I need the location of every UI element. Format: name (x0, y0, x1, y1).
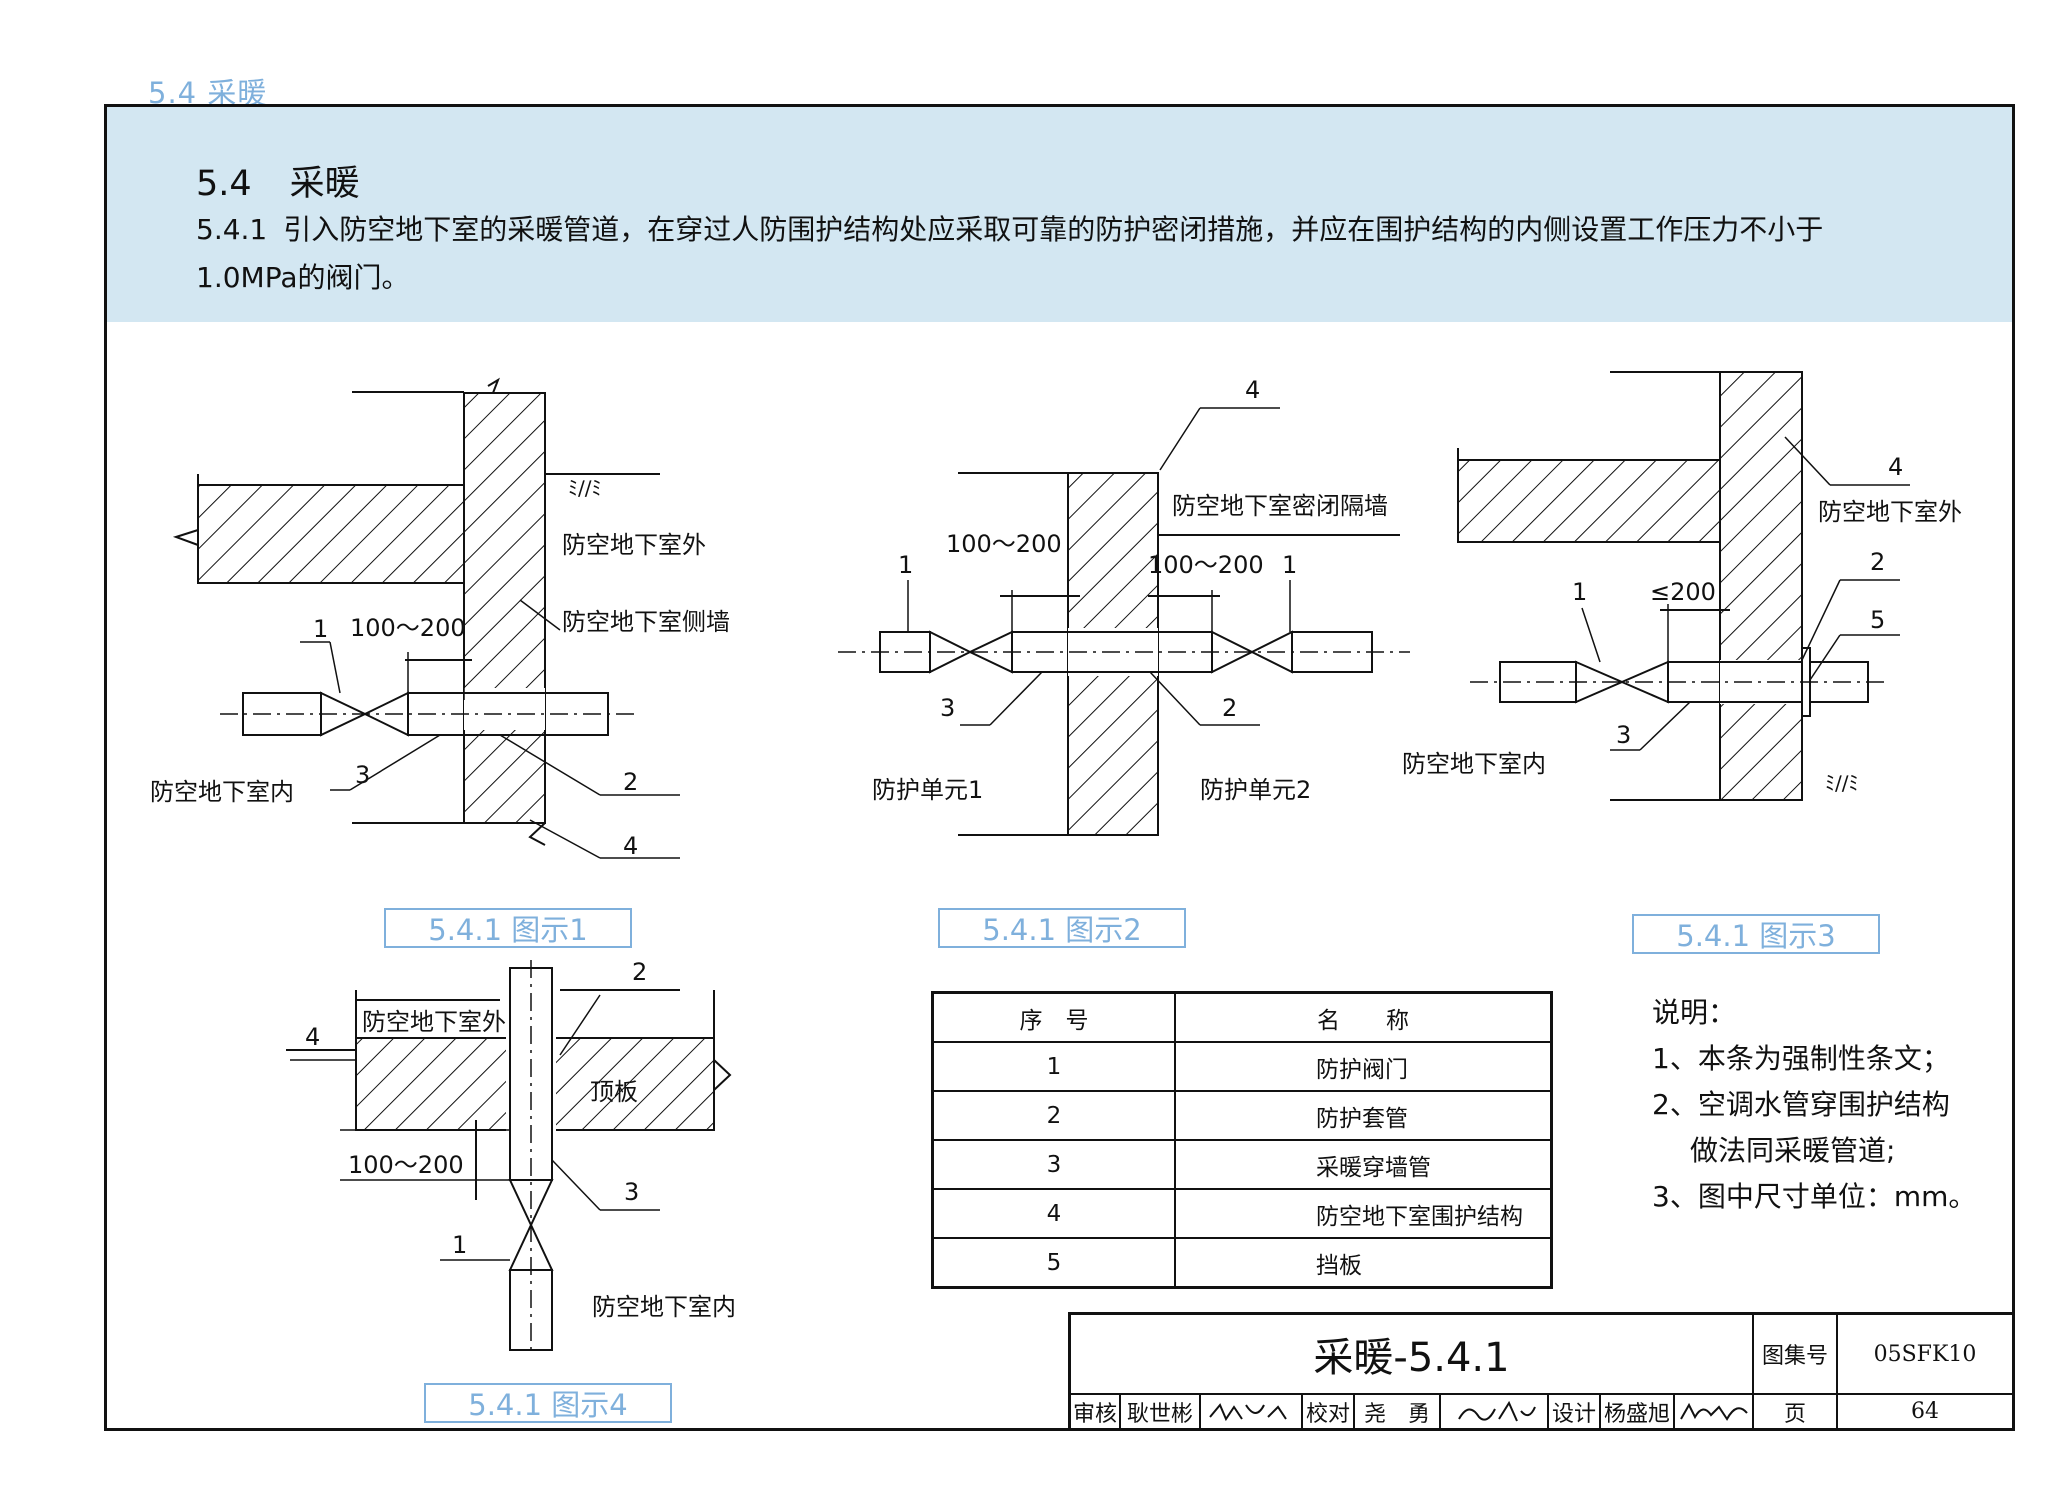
legend-header-name: 名 称 (1174, 991, 1553, 1043)
note-item: 2、空调水管穿围护结构 (1652, 1088, 1950, 1121)
notes-title: 说明： (1652, 996, 1737, 1029)
review-label: 审核 (1071, 1395, 1121, 1428)
legend-table: 序 号 名 称 1 防护阀门 2 防护套管 3 采暖穿墙管 4 防空地下室围护结… (931, 991, 1553, 1289)
fig2-unit2-label: 防护单元2 (1200, 776, 1311, 804)
fig2-partition-label: 防空地下室密闭隔墙 (1172, 492, 1388, 520)
table-row: 2 防护套管 (931, 1090, 1553, 1141)
legend-row-no: 5 (931, 1237, 1176, 1289)
legend-row-name: 防护套管 (1174, 1090, 1553, 1141)
fig1-outside-label: 防空地下室外 (562, 531, 706, 559)
fig2-num-1-right: 1 (1282, 551, 1297, 579)
svg-text:ﾐ∕∕ﾐ: ﾐ∕∕ﾐ (1825, 771, 1858, 795)
atlas-number-label: 图集号 (1754, 1315, 1838, 1395)
table-row: 4 防空地下室围护结构 (931, 1188, 1553, 1239)
figure-4: 防空地下室外 2 4 顶板 100～200 3 1 防空地下室内 (286, 958, 736, 1351)
clause-body: 引入防空地下室的采暖管道，在穿过人防围护结构处应采取可靠的防护密闭措施，并应在围… (196, 213, 1824, 294)
table-row: 1 防护阀门 (931, 1041, 1553, 1092)
fig4-inside-label: 防空地下室内 (592, 1293, 736, 1321)
section-name: 采暖 (289, 164, 360, 204)
figure-3: ﾐ∕∕ﾐ 4 防空地下室外 2 5 1 ≤200 3 防空地下室内 (1402, 371, 1962, 801)
fig4-num-1: 1 (452, 1231, 467, 1259)
fig1-num-4: 4 (623, 832, 638, 860)
check-label: 校对 (1303, 1395, 1355, 1428)
title-block: 采暖-5.4.1 图集号 05SFK10 审核 耿世彬 校对 尧 勇 设计 杨盛… (1068, 1312, 2015, 1431)
fig2-num-2: 2 (1222, 694, 1237, 722)
legend-row-no: 1 (931, 1041, 1176, 1092)
designer-name: 杨盛旭 (1601, 1395, 1675, 1428)
designer-signature (1675, 1395, 1754, 1428)
section-number: 5.4 (196, 164, 252, 204)
note-item: 3、图中尺寸单位：mm。 (1652, 1180, 1977, 1213)
fig2-unit1-label: 防护单元1 (872, 776, 983, 804)
legend-row-no: 4 (931, 1188, 1176, 1239)
fig2-num-1-left: 1 (898, 551, 913, 579)
fig3-outer-wall (1719, 371, 1803, 801)
note-item: 做法同采暖管道; (1690, 1134, 1896, 1167)
fig2-num-3: 3 (940, 694, 955, 722)
fig4-num-2: 2 (632, 958, 647, 986)
design-label: 设计 (1549, 1395, 1601, 1428)
section-title: 5.4 采暖 (196, 155, 360, 206)
clause-header-band (107, 107, 2012, 322)
fig1-side-wall (463, 392, 546, 824)
fig1-sidewall-label: 防空地下室侧墙 (562, 608, 730, 636)
fig1-caption: 5.4.1 图示1 (384, 908, 632, 948)
fig4-roof-label: 顶板 (590, 1078, 638, 1106)
legend-row-no: 2 (931, 1090, 1176, 1141)
fig3-caption: 5.4.1 图示3 (1632, 914, 1880, 954)
fig1-num-1: 1 (313, 615, 328, 643)
table-row: 3 采暖穿墙管 (931, 1139, 1553, 1190)
legend-header-no: 序 号 (931, 991, 1176, 1043)
fig2-dim-right-label: 100～200 (1148, 551, 1264, 579)
fig3-roof-slab (1457, 459, 1721, 543)
fig4-num-4: 4 (305, 1023, 320, 1051)
legend-row-name: 防护阀门 (1174, 1041, 1553, 1092)
fig4-num-3: 3 (624, 1178, 639, 1206)
reviewer-name: 耿世彬 (1121, 1395, 1201, 1428)
fig2-dim-left-label: 100～200 (946, 530, 1062, 558)
fig4-caption: 5.4.1 图示4 (424, 1383, 672, 1423)
fig3-num-2: 2 (1870, 548, 1885, 576)
fig4-dim-label: 100～200 (348, 1151, 464, 1179)
fig3-num-1: 1 (1572, 578, 1587, 606)
legend-row-no: 3 (931, 1139, 1176, 1190)
fig3-outside-label: 防空地下室外 (1818, 498, 1962, 526)
table-row: 5 挡板 (931, 1237, 1553, 1289)
figure-2: 防空地下室密闭隔墙 100～200 100～200 1 1 4 3 2 防护单元… (838, 376, 1410, 836)
legend-row-name: 挡板 (1174, 1237, 1553, 1289)
page-label: 页 (1754, 1395, 1838, 1428)
fig3-num-5: 5 (1870, 606, 1885, 634)
fig2-num-4: 4 (1245, 376, 1260, 404)
fig3-dim-label: ≤200 (1650, 578, 1716, 606)
atlas-number: 05SFK10 (1838, 1315, 2012, 1395)
reviewer-signature (1201, 1395, 1303, 1428)
legend-row-name: 采暖穿墙管 (1174, 1139, 1553, 1190)
fig1-dim-label: 100～200 (350, 614, 466, 642)
checker-name: 尧 勇 (1355, 1395, 1441, 1428)
fig1-num-2: 2 (623, 768, 638, 796)
drawing-title: 采暖-5.4.1 (1071, 1315, 1754, 1395)
fig3-inside-label: 防空地下室内 (1402, 750, 1546, 778)
svg-text:ﾐ∕∕ﾐ: ﾐ∕∕ﾐ (568, 476, 601, 500)
fig1-roof-slab (197, 484, 465, 584)
note-item: 1、本条为强制性条文； (1652, 1042, 1950, 1075)
notes-block: 说明： 1、本条为强制性条文； 2、空调水管穿围护结构 做法同采暖管道; 3、图… (1652, 990, 1976, 1220)
page-number: 64 (1911, 1399, 1939, 1424)
legend-header-row: 序 号 名 称 (931, 991, 1553, 1043)
fig2-caption: 5.4.1 图示2 (938, 908, 1186, 948)
fig1-num-3: 3 (355, 761, 370, 789)
fig1-inside-label: 防空地下室内 (150, 778, 294, 806)
legend-row-name: 防空地下室围护结构 (1174, 1188, 1553, 1239)
clause-number: 5.4.1 (196, 213, 268, 246)
fig4-valve (508, 1179, 554, 1228)
figure-1: ﾐ∕∕ﾐ 防空地下室外 防空地下室侧墙 防空地下室内 100～200 1 3 2… (150, 377, 730, 860)
fig3-num-4: 4 (1888, 453, 1903, 481)
fig4-outside-label: 防空地下室外 (362, 1008, 506, 1036)
checker-signature (1441, 1395, 1549, 1428)
fig3-num-3: 3 (1616, 721, 1631, 749)
